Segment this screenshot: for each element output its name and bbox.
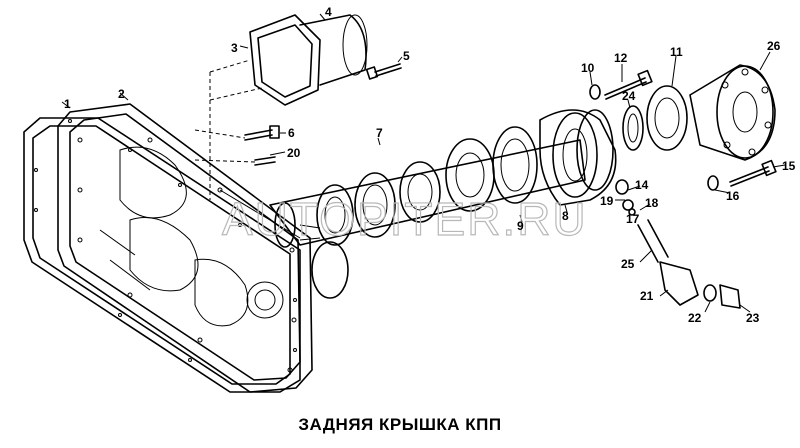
rear-bearing-and-flange	[622, 64, 776, 161]
leader-lines	[61, 13, 786, 313]
callout-18: 18	[645, 196, 659, 210]
callout-2: 2	[118, 87, 125, 101]
rear-cover-part-2	[57, 103, 313, 393]
callout-10: 10	[581, 61, 595, 75]
bearing-set	[316, 109, 617, 246]
callout-1: 1	[64, 97, 71, 111]
callout-23: 23	[746, 311, 760, 325]
watermark: AUTOPITER.RU	[222, 193, 588, 245]
callout-11: 11	[670, 45, 683, 59]
callout-17: 17	[626, 212, 640, 226]
callout-21: 21	[640, 289, 654, 303]
callout-12: 12	[614, 51, 628, 65]
shaft-part-7	[269, 139, 586, 299]
callout-19: 19	[600, 194, 614, 208]
cover-plate-parts-3-4	[249, 14, 402, 106]
callout-5: 5	[403, 49, 410, 63]
callout-7: 7	[376, 126, 383, 140]
callout-8: 8	[562, 209, 569, 223]
callout-24: 24	[622, 89, 636, 103]
callout-labels: 1 2 3 4 5 6 7 8 9 10 11 12 14 15 16 17 1…	[64, 5, 796, 325]
callout-4: 4	[325, 5, 332, 19]
callout-9: 9	[517, 219, 524, 233]
callout-6: 6	[288, 126, 295, 140]
callout-14: 14	[635, 178, 649, 192]
assembly-lines	[194, 59, 263, 200]
callout-26: 26	[767, 39, 781, 53]
callout-15: 15	[782, 159, 796, 173]
callout-20: 20	[287, 146, 301, 160]
bolts-and-washers	[589, 69, 777, 191]
callout-25: 25	[621, 257, 635, 271]
speedometer-drive	[637, 219, 741, 309]
bolts-6-20	[244, 125, 280, 166]
callout-22: 22	[688, 311, 702, 325]
page-title: ЗАДНЯЯ КРЫШКА КПП	[298, 415, 501, 434]
callout-3: 3	[231, 41, 238, 55]
callout-16: 16	[726, 189, 740, 203]
small-parts	[615, 179, 636, 216]
